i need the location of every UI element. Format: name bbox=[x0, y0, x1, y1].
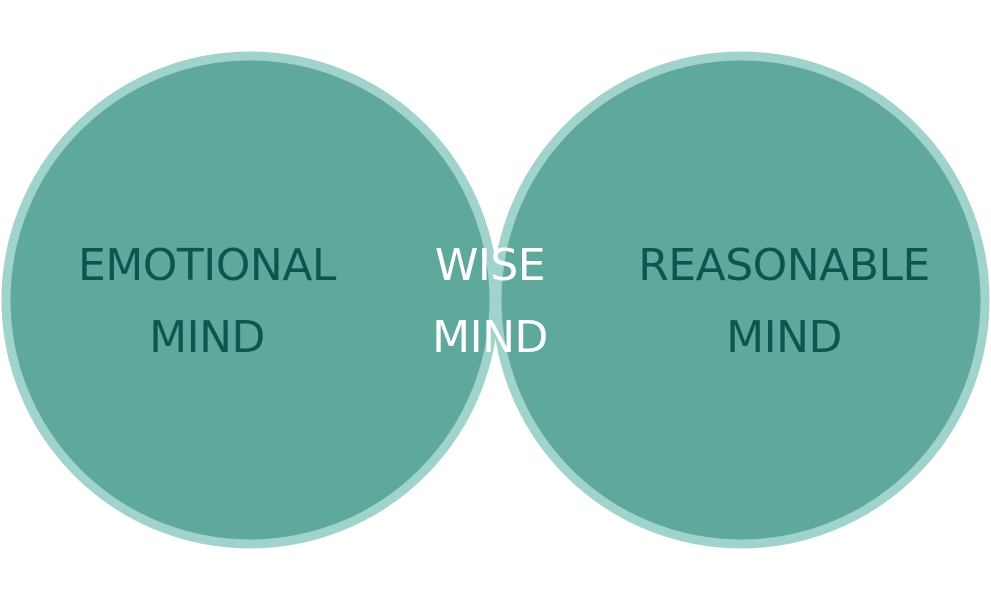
wise-mind-label-line2: MIND bbox=[432, 312, 548, 363]
emotional-mind-label-line1: EMOTIONAL bbox=[78, 240, 337, 291]
emotional-mind-label-line2: MIND bbox=[149, 312, 265, 363]
wise-mind-label-line1: WISE bbox=[435, 240, 545, 291]
reasonable-mind-circle bbox=[497, 56, 985, 544]
reasonable-mind-outline bbox=[492, 51, 990, 549]
reasonable-mind-label-line2: MIND bbox=[726, 312, 842, 363]
emotional-mind-circle bbox=[6, 56, 494, 544]
reasonable-mind-label-line1: REASONABLE bbox=[638, 240, 930, 291]
